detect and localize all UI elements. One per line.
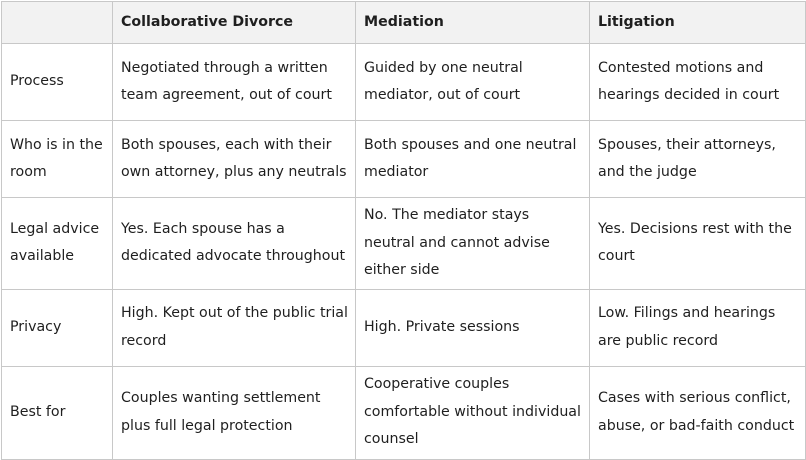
cell-litigation: Low. Filings and hearings are public rec…	[589, 288, 806, 367]
row-label: Privacy	[1, 288, 113, 367]
table-body: Process Negotiated through a written tea…	[1, 43, 806, 460]
row-label: Process	[1, 43, 113, 121]
header-cell-mediation: Mediation	[355, 1, 590, 44]
row-label: Who is in the room	[1, 120, 113, 198]
cell-litigation: Contested motions and hearings decided i…	[589, 43, 806, 121]
cell-litigation: Spouses, their attorneys, and the judge	[589, 120, 806, 198]
cell-mediation: High. Private sessions	[355, 288, 590, 367]
header-cell-blank	[1, 1, 113, 44]
cell-litigation: Yes. Decisions rest with the court	[589, 197, 806, 290]
cell-collaborative: Negotiated through a written team agreem…	[112, 43, 356, 121]
table-row-privacy: Privacy High. Kept out of the public tri…	[1, 288, 806, 367]
header-cell-litigation: Litigation	[589, 1, 806, 44]
table-row-who-is-in-the-room: Who is in the room Both spouses, each wi…	[1, 120, 806, 198]
header-cell-collaborative-divorce: Collaborative Divorce	[112, 1, 356, 44]
row-label: Legal advice available	[1, 197, 113, 290]
cell-mediation: Both spouses and one neutral mediator	[355, 120, 590, 198]
header-row: Collaborative Divorce Mediation Litigati…	[1, 1, 806, 44]
cell-litigation: Cases with serious conflict, abuse, or b…	[589, 365, 806, 460]
cell-mediation: Guided by one neutral mediator, out of c…	[355, 43, 590, 121]
row-label: Best for	[1, 365, 113, 460]
table-row-legal-advice: Legal advice available Yes. Each spouse …	[1, 197, 806, 290]
cell-collaborative: Yes. Each spouse has a dedicated advocat…	[112, 197, 356, 290]
table-row-process: Process Negotiated through a written tea…	[1, 43, 806, 121]
table-header: Collaborative Divorce Mediation Litigati…	[1, 1, 806, 44]
cell-collaborative: High. Kept out of the public trial recor…	[112, 288, 356, 367]
table-row-best-for: Best for Couples wanting settlement plus…	[1, 365, 806, 460]
cell-collaborative: Couples wanting settlement plus full leg…	[112, 365, 356, 460]
cell-collaborative: Both spouses, each with their own attorn…	[112, 120, 356, 198]
cell-mediation: No. The mediator stays neutral and canno…	[355, 197, 590, 290]
cell-mediation: Cooperative couples comfortable without …	[355, 365, 590, 460]
